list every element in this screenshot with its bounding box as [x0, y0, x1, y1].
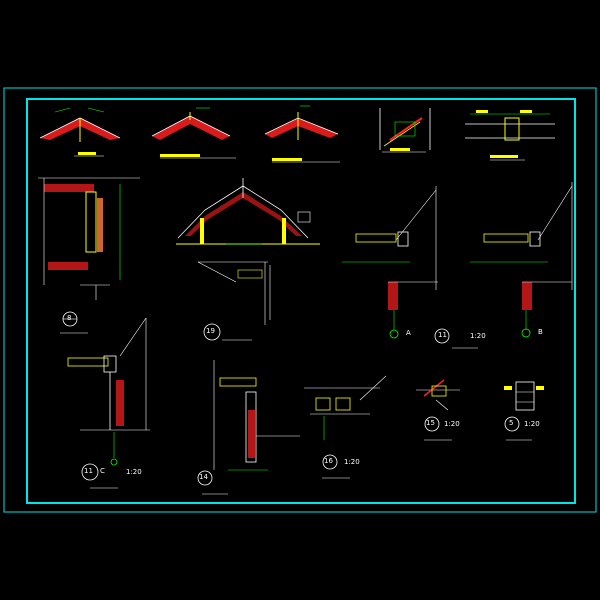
detail-5-number: 5: [509, 419, 514, 427]
detail-8-number: 8: [67, 314, 72, 322]
detail-5-scale: 1:20: [524, 420, 540, 428]
eaves-detail-a: [342, 186, 438, 339]
wall-section-8: [38, 177, 140, 334]
roof-section-19: [176, 178, 320, 341]
detail-15-number: 15: [426, 419, 435, 427]
detail-11-scale: 1:20: [126, 468, 142, 476]
detail-21-scale: 1:20: [470, 332, 486, 340]
detail-16-scale: 1:20: [344, 458, 360, 466]
detail-21-number: 11: [438, 331, 447, 339]
detail-15-scale: 1:20: [444, 420, 460, 428]
detail-14-number: 14: [199, 473, 208, 481]
wall-section-11c: [67, 317, 150, 489]
parapet-section-14: [197, 360, 300, 495]
gutter-section-15: [416, 379, 460, 441]
ridge-detail-1: [39, 107, 121, 157]
detail-11-number: 11: [84, 467, 93, 475]
ridge-detail-2: [151, 107, 236, 159]
eaves-section-16: [304, 375, 387, 479]
outer-frame: [3, 87, 597, 513]
eaves-a-label: A: [406, 329, 411, 337]
gutter-detail: [379, 108, 431, 153]
ridge-detail-3: [264, 105, 340, 163]
detail-19-number: 19: [206, 327, 215, 335]
eaves-detail-b: [434, 182, 573, 349]
eaves-b-label: B: [538, 328, 543, 336]
inner-border: [26, 98, 576, 504]
detail-11-suffix: C: [100, 467, 105, 475]
roof-access-detail: [465, 110, 555, 161]
detail-16-number: 16: [324, 457, 333, 465]
ridge-cap-detail-5: [504, 381, 544, 441]
